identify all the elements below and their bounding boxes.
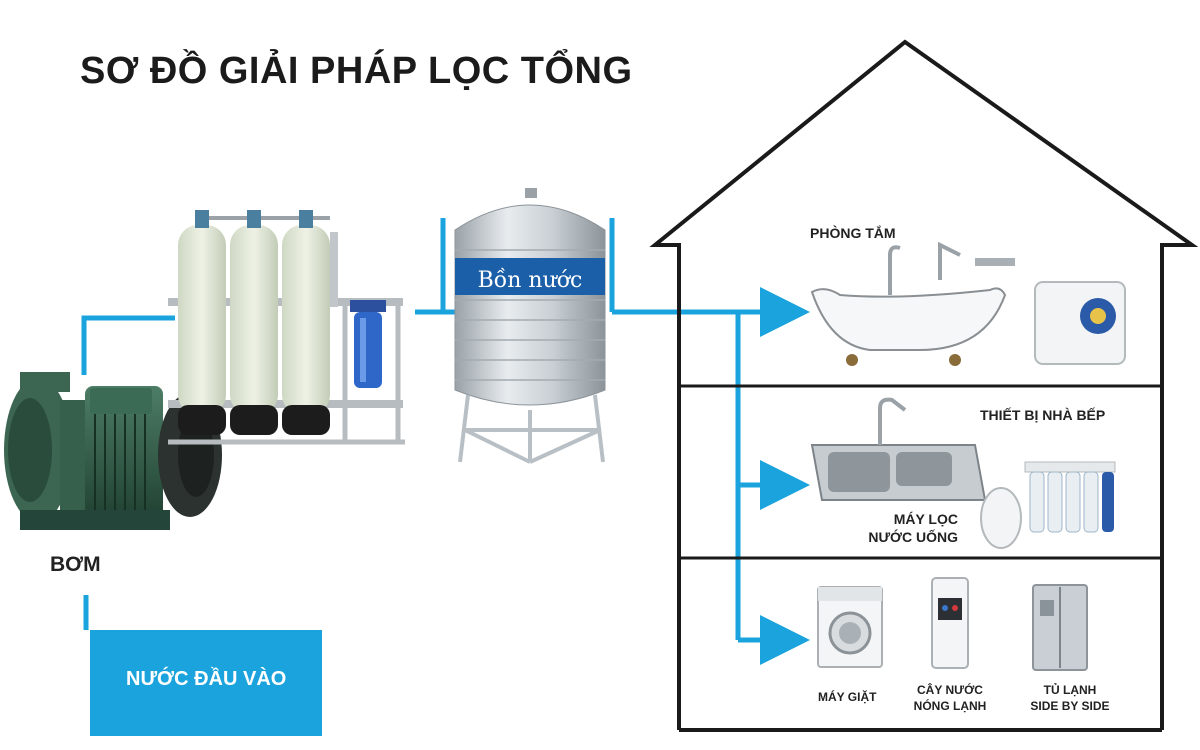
item-label-fridge-line2: SIDE BY SIDE [1030, 699, 1110, 713]
room-label-kitchen: THIẾT BỊ NHÀ BẾP [980, 407, 1106, 423]
room-label-bathroom: PHÒNG TẮM [810, 225, 896, 241]
pump-label: BƠM [50, 553, 101, 576]
item-label-dispenser: CÂY NƯỚC NÓNG LẠNH [902, 682, 998, 714]
tank-label: Bồn nước [477, 268, 583, 293]
water-dispenser-icon [931, 577, 969, 669]
water-tank-icon [454, 188, 606, 464]
item-label-purifier-line2: NƯỚC UỐNG [868, 529, 958, 545]
water-heater-icon [1034, 281, 1126, 365]
item-label-fridge-line1: TỦ LẠNH [1043, 683, 1097, 697]
washing-machine-icon [817, 586, 883, 668]
page-title: SƠ ĐỒ GIẢI PHÁP LỌC TỔNG [80, 50, 633, 92]
filter-columns-icon [168, 210, 405, 445]
item-label-purifier-line1: MÁY LỌC [893, 511, 958, 527]
ro-purifier-icon [980, 461, 1116, 549]
water-pump-icon [4, 372, 222, 530]
house-outline [649, 39, 1199, 732]
inlet-box [90, 630, 322, 736]
kitchen-sink-icon [810, 397, 987, 501]
pump-to-filter-pipe [81, 315, 175, 375]
item-label-fridge: TỦ LẠNH SIDE BY SIDE [1012, 682, 1128, 714]
item-label-dispenser-line1: CÂY NƯỚC [917, 683, 983, 697]
pipe-network [81, 218, 810, 665]
item-label-washer: MÁY GIẶT [818, 690, 877, 704]
fridge-icon [1032, 584, 1088, 671]
inlet-label: NƯỚC ĐẦU VÀO [126, 668, 287, 690]
item-label-dispenser-line2: NÓNG LẠNH [913, 699, 987, 713]
item-label-purifier: MÁY LỌC NƯỚC UỐNG [868, 510, 958, 546]
bathtub-icon [810, 241, 1015, 366]
